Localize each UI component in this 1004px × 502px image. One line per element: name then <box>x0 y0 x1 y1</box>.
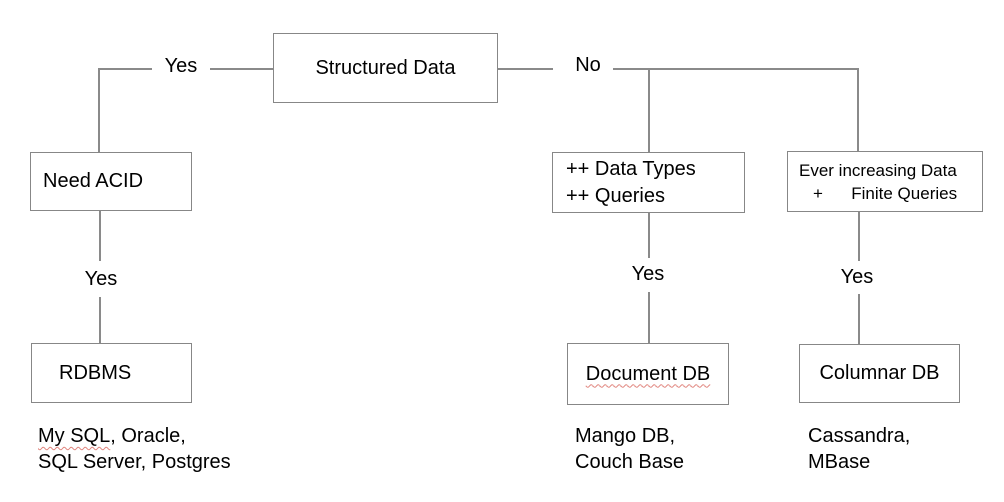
edge-yes-to-root-segment <box>210 68 273 70</box>
examples-rdbms-line1: My SQL, Oracle, <box>38 423 231 449</box>
node-structured-data-label: Structured Data <box>315 56 456 79</box>
node-document-db: Document DB <box>567 343 729 405</box>
examples-document-db: Mango DB, Couch Base <box>575 423 684 475</box>
examples-rdbms-line1-rest: , Oracle, <box>110 425 186 447</box>
edge-down-to-data-types <box>648 68 650 152</box>
examples-columnar-db-line1: Cassandra, <box>808 425 911 447</box>
node-document-db-label: Document DB <box>585 362 711 385</box>
node-data-types-queries: ++ Data Types ++ Queries <box>552 152 745 213</box>
node-ever-increasing-line1: Ever increasing Data <box>799 160 957 180</box>
edge-label-yes-top: Yes <box>164 55 198 77</box>
node-need-acid-label: Need ACID <box>43 170 144 192</box>
edge-down-to-need-acid <box>98 68 100 152</box>
node-data-types-line2: ++ Queries <box>566 184 665 207</box>
edge-yes-to-columnar-db <box>858 294 860 344</box>
examples-columnar-db: Cassandra, MBase <box>808 423 910 475</box>
examples-document-db-line1: Mango DB, <box>575 425 676 447</box>
edge-need-acid-to-yes <box>99 211 101 261</box>
edge-root-to-no-segment <box>498 68 553 70</box>
node-rdbms-label: RDBMS <box>59 361 132 384</box>
node-ever-increasing-data: Ever increasing Data + Finite Queries <box>787 151 983 212</box>
node-columnar-db: Columnar DB <box>799 344 960 403</box>
node-need-acid: Need ACID <box>30 152 192 211</box>
edge-ever-increasing-to-yes <box>858 212 860 261</box>
examples-document-db-line2: Couch Base <box>575 451 684 473</box>
node-columnar-db-label: Columnar DB <box>819 362 940 384</box>
edge-yes-to-rdbms <box>99 297 101 343</box>
node-ever-increasing-line2: + Finite Queries <box>813 183 958 203</box>
examples-columnar-db-line2: MBase <box>808 451 871 473</box>
edge-label-yes-left: Yes <box>84 268 118 290</box>
examples-rdbms-highlighted: My SQL <box>38 425 111 447</box>
edge-label-yes-middle: Yes <box>631 263 665 285</box>
node-structured-data: Structured Data <box>273 33 498 103</box>
examples-rdbms-line2: SQL Server, Postgres <box>38 451 231 473</box>
edge-yes-to-document-db <box>648 292 650 343</box>
edge-label-yes-right: Yes <box>840 266 874 288</box>
edge-no-right-segment <box>613 68 858 70</box>
edge-label-no-top: No <box>575 54 601 76</box>
edge-yes-left-segment <box>98 68 152 70</box>
edge-down-to-ever-increasing <box>857 68 859 151</box>
node-rdbms: RDBMS <box>31 343 192 403</box>
node-data-types-line1: ++ Data Types <box>566 157 696 180</box>
examples-rdbms: My SQL, Oracle, SQL Server, Postgres <box>38 423 231 475</box>
edge-data-types-to-yes <box>648 213 650 258</box>
